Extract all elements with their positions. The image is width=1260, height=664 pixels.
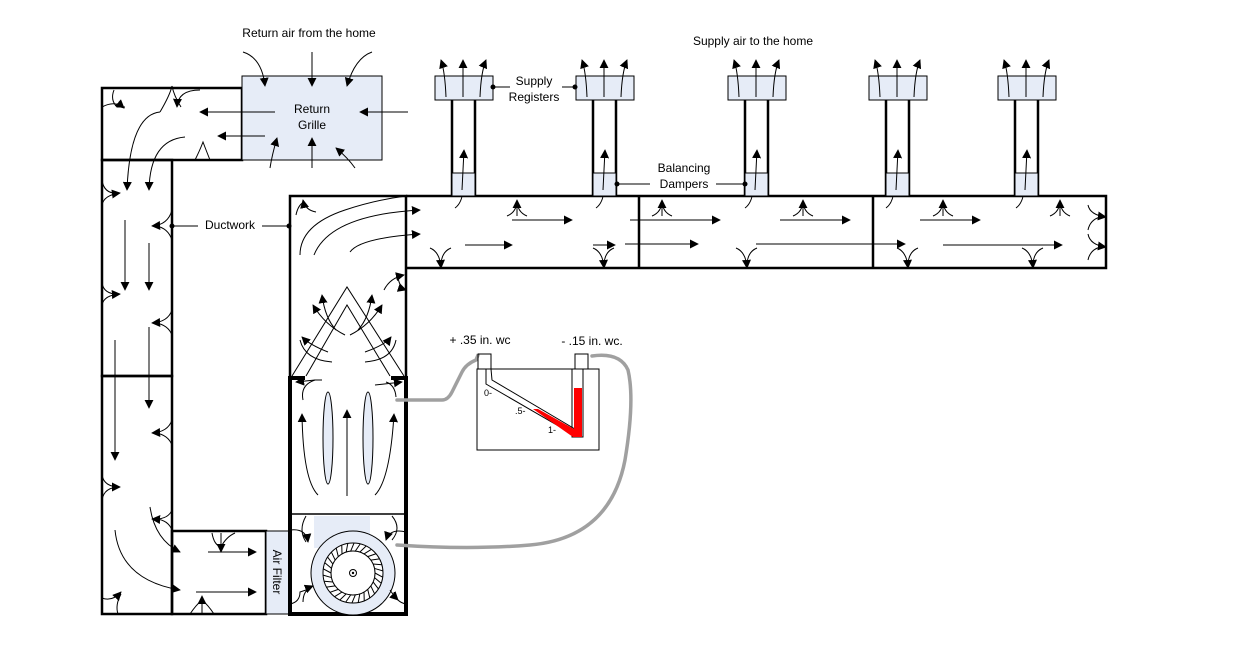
balancing-damper [885, 172, 910, 197]
balancing-damper [451, 172, 476, 197]
supply-plenum [288, 194, 408, 376]
supply-branch [727, 59, 787, 197]
supply-registers-label-1: Supply [516, 74, 553, 88]
fan-blade [345, 594, 352, 603]
supply-registers-label-2: Registers [509, 90, 560, 104]
return-air-label: Return air from the home [242, 26, 376, 40]
fan-blade [334, 591, 343, 598]
positive-pressure-hose [395, 353, 480, 402]
fan-blade [351, 594, 356, 604]
fan-blade [330, 551, 336, 561]
supply-trunk [406, 194, 1108, 270]
fan-blade [335, 548, 339, 557]
dampers-dot-left [614, 181, 620, 187]
supply-registers-dot-right [572, 84, 578, 90]
return-duct-lower [100, 374, 174, 616]
negative-pressure-reading: - .15 in. wc. [561, 334, 622, 348]
burner-left [322, 391, 334, 485]
fan-blade [345, 543, 349, 553]
fan-blade [374, 567, 384, 572]
manometer-fluid [533, 388, 582, 437]
supply-branch [434, 59, 494, 197]
fan-blade [324, 580, 333, 583]
negative-pressure-hose [395, 353, 633, 550]
air-filter-label: Air Filter [270, 550, 284, 595]
balancing-damper [592, 172, 617, 197]
fan-blade [370, 558, 380, 561]
fan-blade [367, 589, 371, 598]
supply-branch [575, 59, 635, 197]
fan-blade [357, 593, 361, 603]
furnace-arrows [295, 195, 421, 496]
fan-blade [367, 553, 377, 558]
balancing-dampers-label-1: Balancing [658, 161, 711, 175]
scale-tick-0: 0- [484, 388, 492, 398]
fan-blade [372, 581, 379, 590]
return-grille-label-1: Return [294, 102, 330, 116]
balancing-dampers-label-2: Dampers [660, 177, 709, 191]
fan-blade [373, 563, 382, 566]
fan-blade [327, 556, 334, 565]
fan-blade [374, 572, 383, 578]
fan-blade [354, 543, 361, 552]
ductwork-label: Ductwork [205, 218, 256, 232]
left-duct-arrows [101, 179, 257, 615]
positive-pressure-reading: + .35 in. wc [449, 333, 510, 347]
scale-tick-1: 1- [548, 425, 556, 435]
blower-arrows [289, 515, 407, 605]
fan-blade [322, 574, 332, 579]
supply-branch [868, 59, 928, 197]
fan-blade [326, 585, 336, 588]
fan-blade [329, 588, 339, 593]
ductwork-dot-left [169, 223, 175, 229]
fan-blade [370, 585, 376, 595]
fan-blade [324, 562, 332, 569]
supply-register [727, 75, 787, 101]
supply-branch [997, 59, 1057, 197]
return-duct-bottom [170, 529, 268, 616]
supply-register [575, 75, 635, 101]
air-filter [265, 530, 291, 615]
return-plenum-top [100, 86, 244, 162]
supply-register [868, 75, 928, 101]
fan-blade [363, 548, 372, 555]
fan-blade [350, 542, 355, 552]
return-grille-label-2: Grille [298, 118, 326, 132]
balancing-damper [1014, 172, 1039, 197]
burner-right [362, 391, 374, 485]
supply-register [434, 75, 494, 101]
fan-blade [323, 568, 332, 574]
supply-branches [434, 59, 1057, 197]
supply-registers-dot-left [490, 84, 496, 90]
supply-trunk-arrows [396, 189, 1107, 292]
supply-air-label: Supply air to the home [693, 34, 813, 48]
scale-tick-half: .5- [515, 406, 526, 416]
return-ductwork [100, 86, 268, 616]
return-air-arrows [101, 51, 408, 191]
balancing-damper [744, 172, 769, 197]
fan-blade [339, 593, 347, 601]
a-coil [291, 286, 405, 377]
fan-blade [374, 577, 382, 584]
blower-fan [310, 516, 396, 616]
manometer: 0- .5- 1- [395, 353, 633, 550]
dampers-dot-right [742, 181, 748, 187]
supply-register [997, 75, 1057, 101]
fan-blade [359, 545, 367, 553]
